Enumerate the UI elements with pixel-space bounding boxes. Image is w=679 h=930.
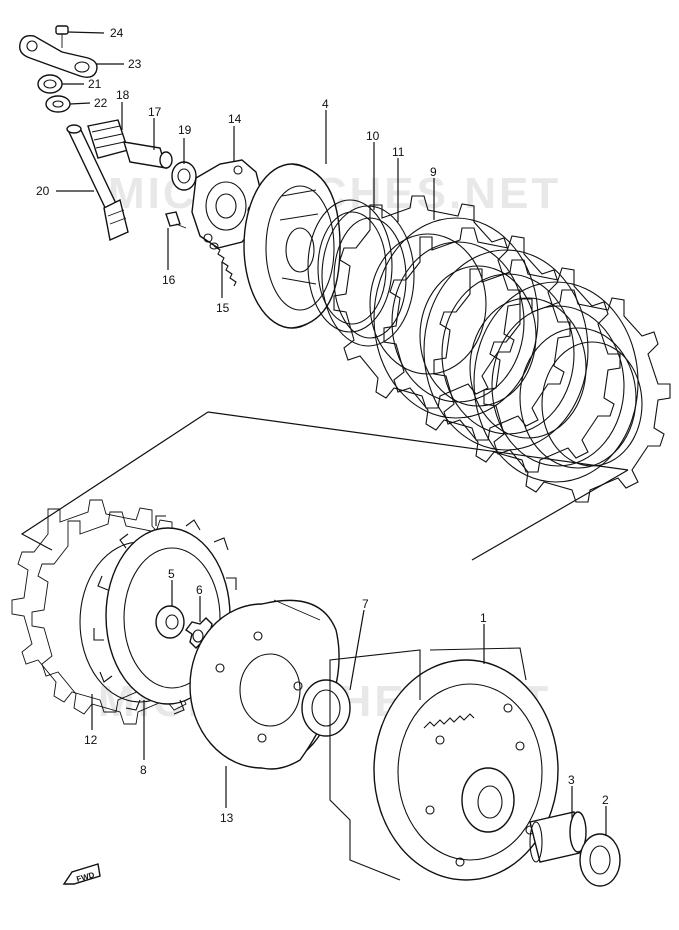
part-24-bolt — [55, 25, 69, 48]
part-15-spring — [209, 242, 237, 287]
callout-10: 10 — [366, 129, 380, 143]
part-1-clutch-housing — [329, 647, 559, 881]
leader-lines — [56, 31, 607, 836]
callout-1: 1 — [480, 611, 487, 625]
callout-labels: 24 23 21 22 18 17 19 14 4 10 11 9 20 16 … — [36, 26, 609, 825]
callout-3: 3 — [568, 773, 575, 787]
callout-21: 21 — [88, 77, 102, 91]
part-19-bearing — [171, 161, 197, 191]
part-4-sleeve-hub — [243, 163, 341, 329]
frame-lines — [20, 411, 629, 561]
callout-22: 22 — [94, 96, 108, 110]
callout-4: 4 — [322, 97, 329, 111]
part-9-plate-stack — [333, 195, 671, 503]
callout-13: 13 — [220, 811, 234, 825]
part-22-washer — [45, 95, 71, 113]
part-16-bolt — [165, 211, 187, 229]
part-21-seal — [37, 74, 63, 94]
callout-5: 5 — [168, 567, 175, 581]
callout-17: 17 — [148, 105, 162, 119]
part-7-thrust-washer — [301, 679, 351, 737]
part-2-washer — [579, 833, 621, 887]
callout-9: 9 — [430, 165, 437, 179]
callout-16: 16 — [162, 273, 176, 287]
part-10-wave-washer — [307, 199, 393, 333]
callout-14: 14 — [228, 112, 242, 126]
callout-8: 8 — [140, 763, 147, 777]
callout-2: 2 — [602, 793, 609, 807]
callout-19: 19 — [178, 123, 192, 137]
fwd-arrow: FWD — [62, 863, 101, 885]
callout-18: 18 — [116, 88, 130, 102]
callout-7: 7 — [362, 597, 369, 611]
part-5-nut — [155, 605, 185, 639]
part-3-spacer — [529, 811, 587, 863]
callout-20: 20 — [36, 184, 50, 198]
callout-12: 12 — [84, 733, 98, 747]
callout-23: 23 — [128, 57, 142, 71]
part-17-pin — [123, 141, 173, 169]
callout-6: 6 — [196, 583, 203, 597]
callout-24: 24 — [110, 26, 124, 40]
part-23-release-arm — [19, 34, 98, 79]
callout-11: 11 — [392, 145, 405, 159]
part-20-release-shaft — [66, 124, 129, 241]
callout-15: 15 — [216, 301, 230, 315]
